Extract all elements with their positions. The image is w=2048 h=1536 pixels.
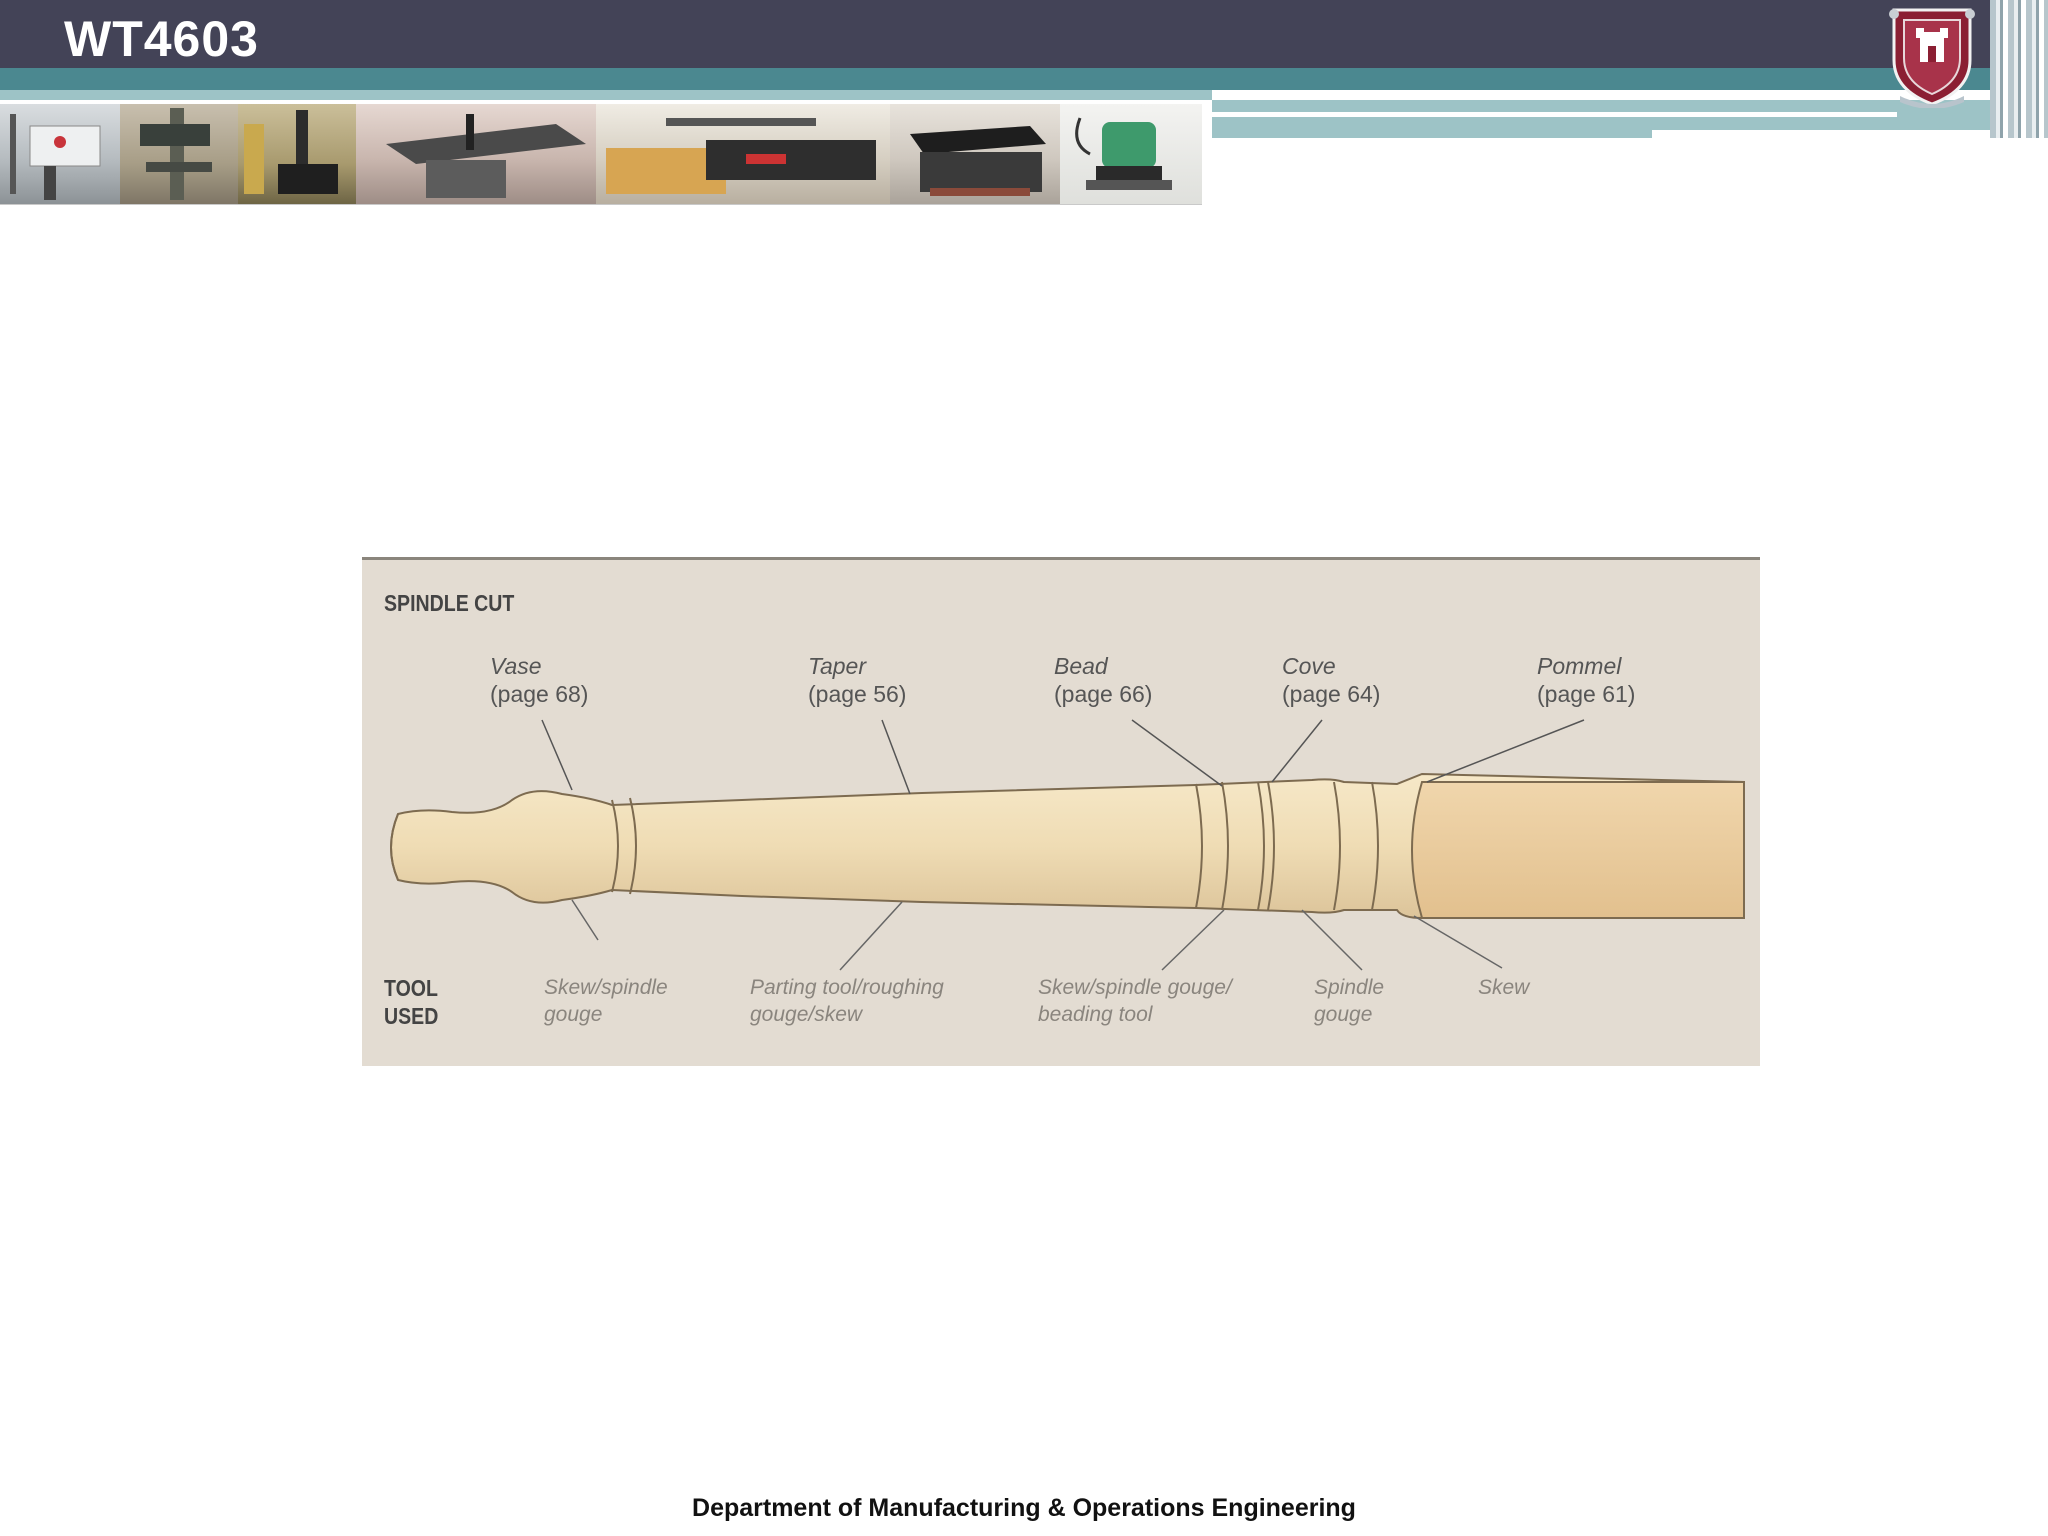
photo-mortiser: [238, 104, 356, 204]
tool-used-label: TOOL USED: [384, 974, 438, 1030]
tool-used-label-line1: TOOL: [384, 975, 438, 1001]
university-crest-icon: [1889, 8, 1975, 108]
callout-bead-name: Bead: [1054, 653, 1108, 679]
diagram-title: SPINDLE CUT: [384, 590, 515, 616]
callout-bead-page: (page 66): [1054, 681, 1153, 707]
header-pale-band: [0, 90, 1212, 100]
course-code: WT4603: [64, 11, 259, 67]
machine-photo-strip: [0, 104, 1202, 205]
tool-vase-line1: Skew/spindle: [544, 976, 668, 999]
callout-vase-page: (page 68): [490, 681, 589, 707]
tool-vase-line2: gouge: [544, 1003, 603, 1026]
callout-pommel-name: Pommel: [1537, 653, 1622, 679]
callout-cove-name: Cove: [1282, 653, 1336, 679]
tool-taper-line2: gouge/skew: [750, 1003, 863, 1026]
callout-taper: Taper (page 56): [808, 652, 906, 708]
photo-planer: [890, 104, 1060, 204]
spindle-drawing: [390, 719, 1745, 971]
spindle-cut-diagram: SPINDLE CUT Vase (page 68) Taper (page 5…: [362, 557, 1760, 1066]
tool-used-label-line2: USED: [384, 1003, 439, 1029]
tool-bead-line2: beading tool: [1038, 1003, 1153, 1026]
tool-vase: Skew/spindle gouge: [544, 974, 668, 1028]
header-side-stripes: [1990, 0, 2048, 138]
callout-pommel-page: (page 61): [1537, 681, 1636, 707]
tool-cove-line2: gouge: [1314, 1003, 1373, 1026]
tool-cove: Spindle gouge: [1314, 974, 1384, 1028]
photo-table-saw: [356, 104, 596, 204]
photo-bandsaw: [0, 104, 120, 204]
callout-bead: Bead (page 66): [1054, 652, 1152, 708]
tool-taper: Parting tool/roughing gouge/skew: [750, 974, 944, 1028]
tool-pommel: Skew: [1478, 974, 1529, 1001]
tool-bead-line1: Skew/spindle gouge/: [1038, 976, 1232, 999]
tool-pommel-line1: Skew: [1478, 976, 1530, 999]
callout-taper-page: (page 56): [808, 681, 907, 707]
header-bar: WT4603: [0, 0, 1990, 68]
callout-vase-name: Vase: [490, 653, 542, 679]
callout-cove-page: (page 64): [1282, 681, 1381, 707]
callout-taper-name: Taper: [808, 653, 866, 679]
callout-vase: Vase (page 68): [490, 652, 588, 708]
header-divider: [1212, 112, 1897, 117]
callout-pommel: Pommel (page 61): [1537, 652, 1635, 708]
footer-department: Department of Manufacturing & Operations…: [692, 1494, 1356, 1522]
header-divider-block: [1652, 130, 2012, 140]
tool-cove-line1: Spindle: [1314, 976, 1385, 999]
photo-sliding-saw: [596, 104, 890, 204]
photo-pillar-drill: [120, 104, 238, 204]
header-teal-band: [0, 68, 2048, 90]
callout-cove: Cove (page 64): [1282, 652, 1380, 708]
tool-taper-line1: Parting tool/roughing: [750, 976, 944, 999]
photo-router: [1060, 104, 1202, 204]
tool-bead: Skew/spindle gouge/ beading tool: [1038, 974, 1232, 1028]
